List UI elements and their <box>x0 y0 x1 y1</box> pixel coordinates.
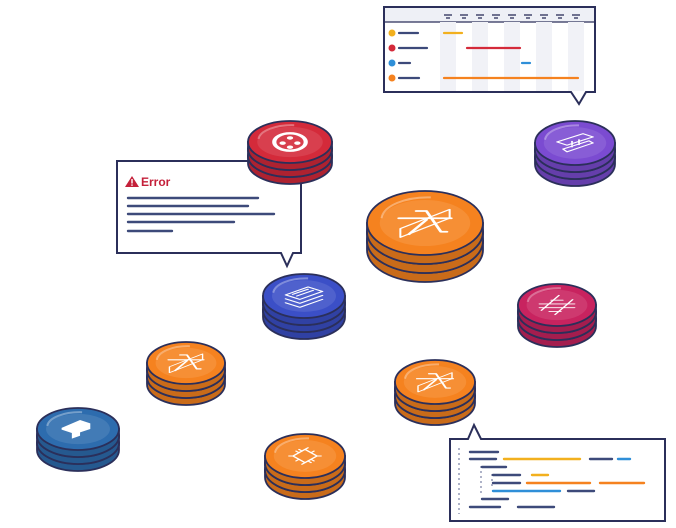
code-trace-icon <box>458 448 646 514</box>
database-stack-icon <box>284 286 324 308</box>
timeline-row <box>388 59 532 67</box>
coin-dynamodb <box>262 273 346 340</box>
coin-lambda-left <box>146 341 226 406</box>
api-gateway-icon <box>538 294 576 316</box>
chip-icon <box>288 447 322 465</box>
coin-ec2 <box>264 433 346 500</box>
lambda-icon <box>415 372 455 393</box>
coin-api-gateway <box>517 283 597 348</box>
timeline-panel <box>383 6 596 106</box>
redis-icon <box>272 132 308 152</box>
pipeline-icon <box>61 419 91 439</box>
warning-triangle-icon <box>125 176 139 187</box>
lambda-icon <box>167 353 205 374</box>
coin-pipeline <box>36 407 120 472</box>
step-functions-icon <box>556 133 594 153</box>
error-message-lines <box>126 196 276 233</box>
red-circle-icon <box>388 44 396 52</box>
lambda-icon <box>397 208 453 238</box>
orange-circle-icon <box>388 74 396 82</box>
coin-lambda-large <box>366 190 484 283</box>
timeline-row <box>388 29 464 37</box>
yellow-circle-icon <box>388 29 396 37</box>
timeline-row <box>388 44 522 52</box>
timeline-row <box>388 74 580 82</box>
coins-layer <box>36 120 616 500</box>
error-title: Error <box>141 175 171 189</box>
coin-redis <box>247 120 333 185</box>
code-panel <box>449 422 666 522</box>
blue-circle-icon <box>388 59 396 67</box>
coin-step-functions <box>534 120 616 187</box>
coin-lambda-right <box>394 359 476 426</box>
